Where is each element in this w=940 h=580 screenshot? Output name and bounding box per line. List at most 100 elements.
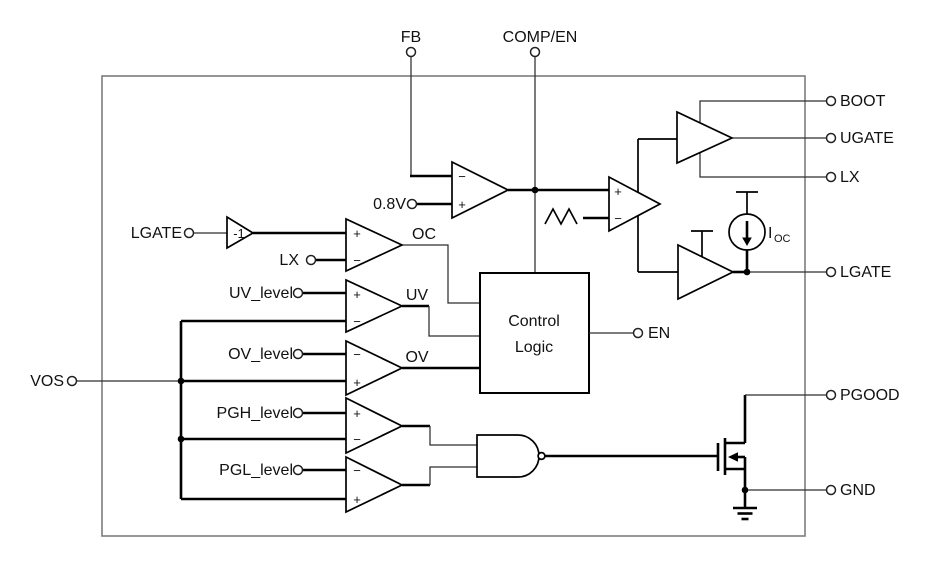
oc-plus-sign: + [353,226,361,241]
lx-pin-label: LX [840,169,860,186]
pgl-minus-sign: − [353,463,361,478]
vos-pin-label: VOS [30,373,64,390]
ramp-waveform-icon [544,207,578,226]
current-source-label: I [768,225,772,242]
pgh-level-circle [292,407,304,419]
driver-supply-icon [691,230,713,257]
pin-pgood: PGOOD [745,387,900,404]
vos-pin-circle [66,375,78,387]
pgh-output-wire [429,426,477,446]
pwm-minus-sign: − [614,211,622,226]
pgh-level-input: PGH_level [217,405,346,422]
uv-minus-sign: − [353,314,361,329]
current-source: I OC [728,191,791,272]
pin-boot: BOOT [825,93,886,110]
pgl-comparator: − + [345,455,477,514]
control-logic-rect [479,272,590,394]
lx-sense-input: LX [279,252,346,269]
en-pin-label: EN [648,325,670,342]
control-logic-line1: Control [508,313,560,330]
pwm-comparator-triangle [608,175,662,233]
lx-sense-label: LX [279,252,299,269]
oc-comparator: + − OC [345,217,480,304]
ugate-driver [676,100,826,178]
uv-comparator-triangle [345,278,405,334]
nand-gate [476,434,717,478]
oc-signal-label: OC [412,226,436,243]
boot-wire [699,100,826,122]
ugate-pin-label: UGATE [840,130,894,147]
pgood-pin-label: PGOOD [840,387,900,404]
pgl-comparator-triangle [345,455,404,514]
ov-plus-sign: + [353,375,361,390]
lgate-driver-triangle [677,243,735,301]
pin-lx: LX [825,169,860,186]
comp-junction-dot [531,186,539,194]
ov-comparator-triangle [345,339,404,397]
uv-level-circle [292,287,304,299]
gnd-pin-label: GND [840,482,876,499]
error-amp-plus-sign: + [458,197,466,212]
oc-output-wire [402,244,480,304]
uv-plus-sign: + [353,287,361,302]
pgl-level-input: PGL_level [219,462,346,479]
pgh-comparator: + − [345,396,477,455]
ugate-pin-circle [825,132,837,144]
lgate-junction-dot [743,268,751,276]
pwm-comparator: + − [544,175,662,233]
ic-boundary [101,75,806,537]
ugate-driver-triangle [676,110,735,165]
pgh-minus-sign: − [353,432,361,447]
boot-pin-circle [825,95,837,107]
vos-junction-dot-1 [177,377,185,385]
uv-level-input: UV_level [229,285,346,302]
pwm-plus-sign: + [614,184,622,199]
current-source-subscript: OC [774,233,791,245]
vref-input: 0.8V [373,196,452,213]
pgl-plus-sign: + [353,492,361,507]
ov-level-circle [292,348,304,360]
ov-level-label: OV_level [228,346,293,363]
nand-inverter-bubble [537,451,546,461]
mosfet-source-wire [725,457,747,490]
lx-pin-circle [825,171,837,183]
inverter-triangle [226,215,255,250]
pgh-level-label: PGH_level [217,405,293,422]
oc-comparator-triangle [345,217,405,273]
lgate-pin-label: LGATE [840,264,891,281]
ov-signal-label: OV [405,349,428,366]
error-amp-minus-sign: − [458,169,466,184]
current-arrow-head [742,237,752,246]
lx-wire [699,152,826,178]
control-logic-block: Control Logic [479,272,590,394]
mosfet-drain-wire [725,395,747,445]
uv-level-label: UV_level [229,285,293,302]
ground-symbol [733,490,757,521]
en-pin-circle [632,327,644,339]
fb-pin-label: FB [401,29,421,46]
mosfet-body-arrow [728,452,738,462]
nand-gate-body [476,434,540,478]
vos-network: VOS [30,319,346,501]
comp-en-pin-circle [529,46,541,58]
oc-minus-sign: − [353,253,361,268]
pgl-level-label: PGL_level [219,462,293,479]
pin-gnd: GND [741,482,876,499]
ov-minus-sign: − [353,347,361,362]
pin-fb: FB [401,29,452,178]
fb-pin-circle [405,46,417,58]
error-amplifier: − + [451,160,609,220]
vref-label: 0.8V [373,196,406,213]
lgate-pin-circle [825,266,837,278]
boot-pin-label: BOOT [840,93,886,110]
inverter-gain-label: -1 [233,226,245,241]
gnd-pin-circle [825,484,837,496]
pin-en: EN [589,325,670,342]
lgate-sense-input: LGATE -1 [131,215,346,250]
ov-level-input: OV_level [228,346,346,363]
comp-en-pin-label: COMP/EN [503,29,578,46]
vos-junction-dot-2 [177,435,185,443]
pgh-comparator-triangle [345,396,404,455]
